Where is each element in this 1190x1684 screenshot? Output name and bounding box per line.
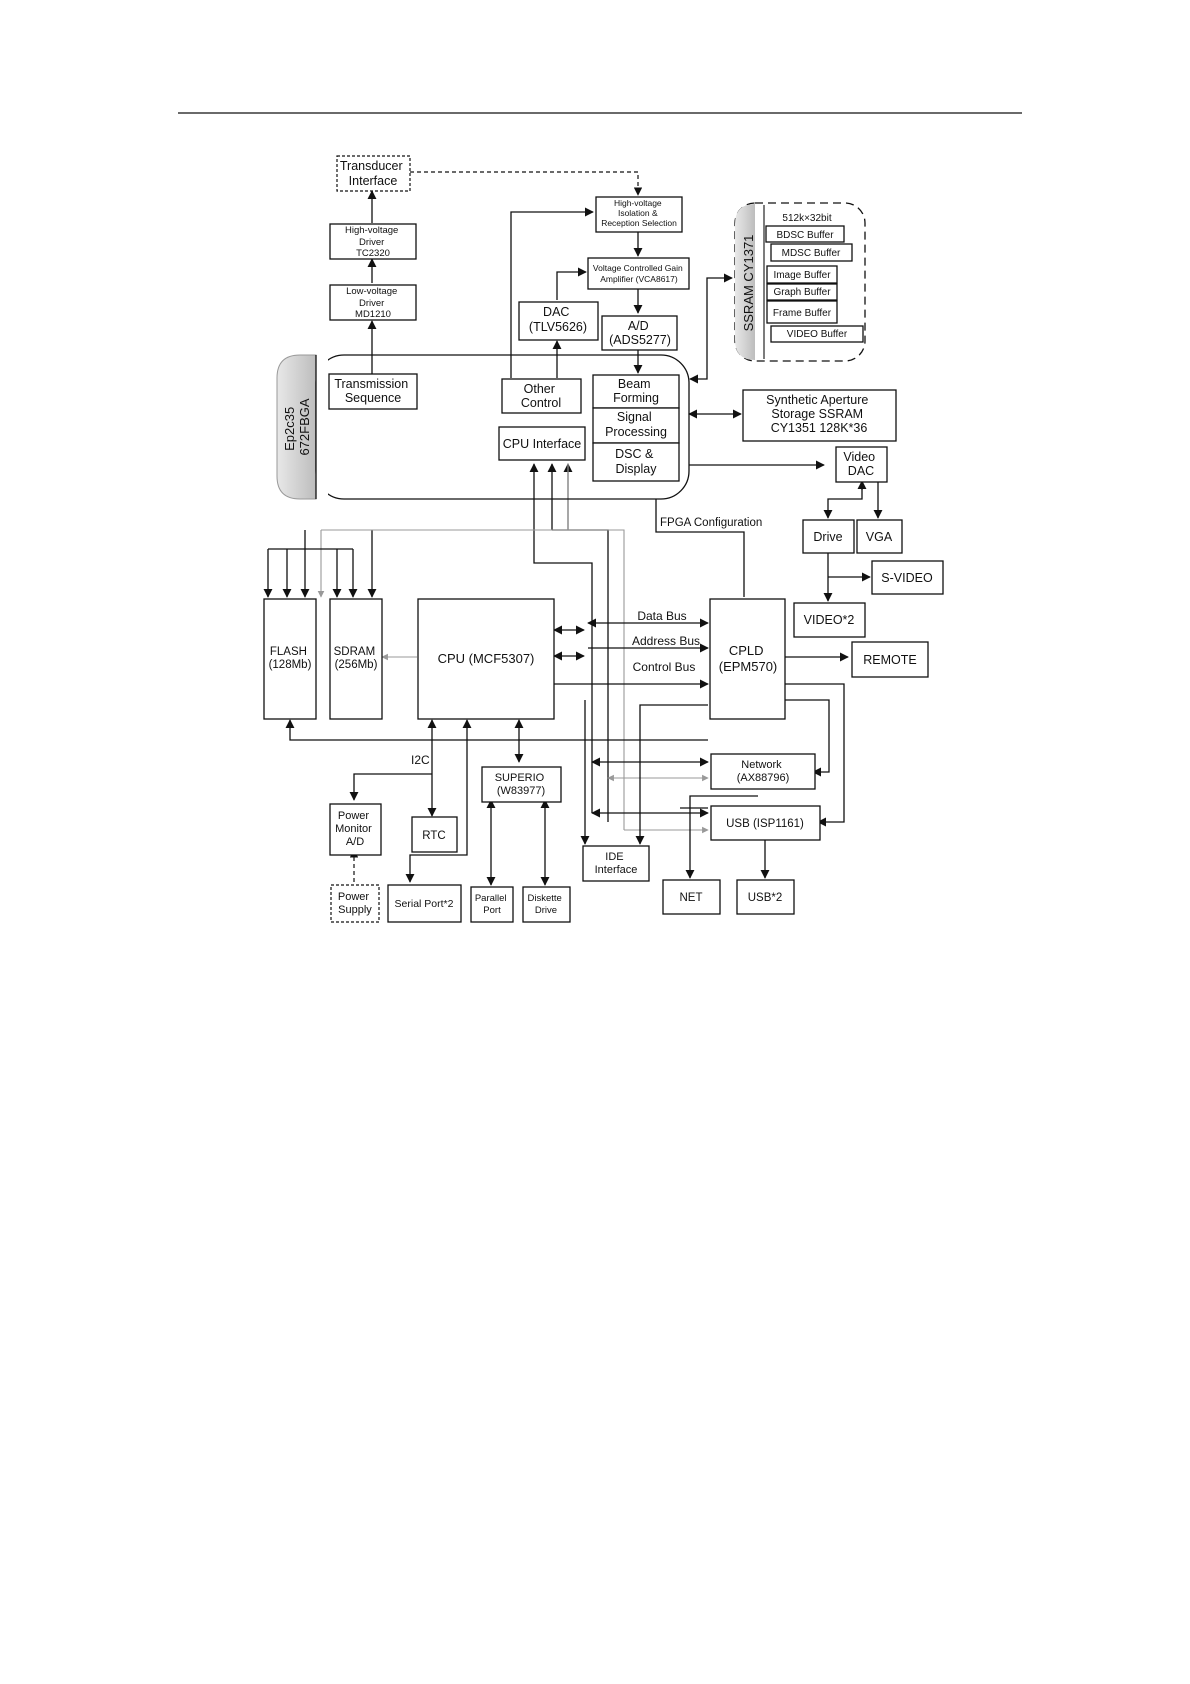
remote-label: REMOTE [863, 653, 916, 667]
synthetic-aperture-label: Synthetic Aperture Storage SSRAM CY1351 … [766, 393, 872, 435]
serial-port-box [387, 884, 462, 923]
graph-buffer: Graph Buffer [773, 287, 831, 298]
rtc-label: RTC [422, 830, 445, 842]
video2-box [793, 602, 866, 638]
ad-label: A/D (ADS5277) [609, 319, 671, 347]
ssram-size: 512k×32bit [782, 213, 831, 224]
fpga-label: Ep2c35 672FBGA [282, 398, 312, 455]
connectors [263, 171, 883, 886]
synthetic-aperture-box [742, 389, 897, 442]
power-monitor-box [329, 803, 382, 856]
transducer-interface-box [336, 155, 411, 192]
transducer-interface-label: Transducer Interface [340, 159, 406, 188]
parallel-port-label: Parallel Port [475, 893, 509, 916]
net-label: NET [680, 892, 703, 904]
signal-processing-box [592, 407, 680, 444]
hv-driver-box [329, 223, 417, 260]
address-bus-label: Address Bus [632, 634, 700, 648]
network-box [710, 753, 816, 790]
cpu-interface-label: CPU Interface [503, 437, 582, 451]
hv-isolation-label: High-voltage Isolation & Reception Selec… [601, 198, 677, 228]
s-video-box [871, 560, 944, 595]
cpu-label: CPU (MCF5307) [438, 651, 535, 666]
usb2-label: USB*2 [748, 892, 783, 904]
vga-label: VGA [866, 530, 893, 544]
ssram-buffers: BDSC Buffer MDSC Buffer Image Buffer Gra… [765, 225, 864, 343]
video-dac-label: Video DAC [843, 450, 878, 478]
beam-forming-label: Beam Forming [613, 377, 659, 405]
lv-driver-label: Low-voltage Driver MD1210 [346, 286, 400, 320]
hv-driver-label: High-voltage Driver TC2320 [345, 225, 401, 259]
ide-label: IDE Interface [595, 851, 638, 876]
sdram-label: SDRAM (256Mb) [334, 646, 379, 671]
dac-label: DAC (TLV5626) [529, 305, 587, 334]
signal-processing-label: Signal Processing [605, 410, 667, 439]
diskette-drive-box [522, 886, 571, 923]
cpu-box [417, 598, 555, 720]
hv-isolation-box [595, 196, 683, 233]
beam-forming-box [592, 374, 680, 409]
usb-box [710, 805, 821, 841]
video-buffer: VIDEO Buffer [787, 329, 848, 340]
power-supply-box [330, 884, 380, 923]
cpld-box [709, 598, 786, 720]
usb-label: USB (ISP1161) [726, 818, 804, 830]
vca-box [587, 257, 690, 290]
video2-label: VIDEO*2 [804, 613, 855, 627]
remote-box [851, 641, 929, 678]
vga-box [856, 519, 903, 554]
usb2-box [736, 879, 795, 915]
sdram-box [329, 598, 383, 720]
other-control-box [501, 378, 582, 414]
network-label: Network (AX88796) [737, 759, 790, 784]
tx-sequence-label: Transmission Sequence [334, 377, 411, 405]
mdsc-buffer: MDSC Buffer [782, 248, 841, 259]
fpga-config-label: FPGA Configuration [660, 517, 762, 529]
frame-buffer: Frame Buffer [773, 308, 832, 319]
lv-driver-box [329, 284, 417, 321]
fpga-tab [276, 354, 317, 500]
flash-label: FLASH (128Mb) [269, 646, 312, 671]
diskette-drive-label: Diskette Drive [528, 893, 565, 916]
ide-box [582, 845, 650, 882]
superio-box [481, 766, 562, 803]
control-bus-label: Control Bus [633, 660, 696, 674]
i2c-label: I2C [411, 753, 430, 767]
tx-sequence-box [328, 373, 418, 410]
dsc-display-label: DSC & Display [615, 447, 657, 476]
flash-box [263, 598, 317, 720]
video-dac-box [835, 446, 888, 483]
drive-label: Drive [813, 530, 842, 544]
s-video-label: S-VIDEO [881, 571, 933, 585]
parallel-port-box [470, 886, 514, 923]
net-box [662, 879, 721, 915]
power-monitor-label: Power Monitor A/D [335, 810, 375, 848]
dsc-display-box [592, 442, 680, 482]
ssram-label: SSRAM CY1371 [741, 235, 756, 332]
drive-box [802, 519, 855, 554]
dac-box [518, 301, 599, 341]
cpu-interface-box [498, 426, 586, 461]
data-bus-label: Data Bus [637, 609, 686, 623]
serial-port-label: Serial Port*2 [395, 898, 454, 910]
power-supply-label: Power Supply [338, 891, 372, 916]
image-buffer: Image Buffer [773, 270, 831, 281]
ad-box [601, 315, 678, 351]
rtc-box [411, 816, 458, 853]
superio-label: SUPERIO (W83977) [495, 772, 548, 797]
cpld-label: CPLD (EPM570) [719, 643, 778, 674]
vca-label: Voltage Controlled Gain Amplifier (VCA86… [593, 263, 685, 284]
other-control-label: Other Control [521, 382, 561, 410]
bdsc-buffer: BDSC Buffer [776, 230, 834, 241]
